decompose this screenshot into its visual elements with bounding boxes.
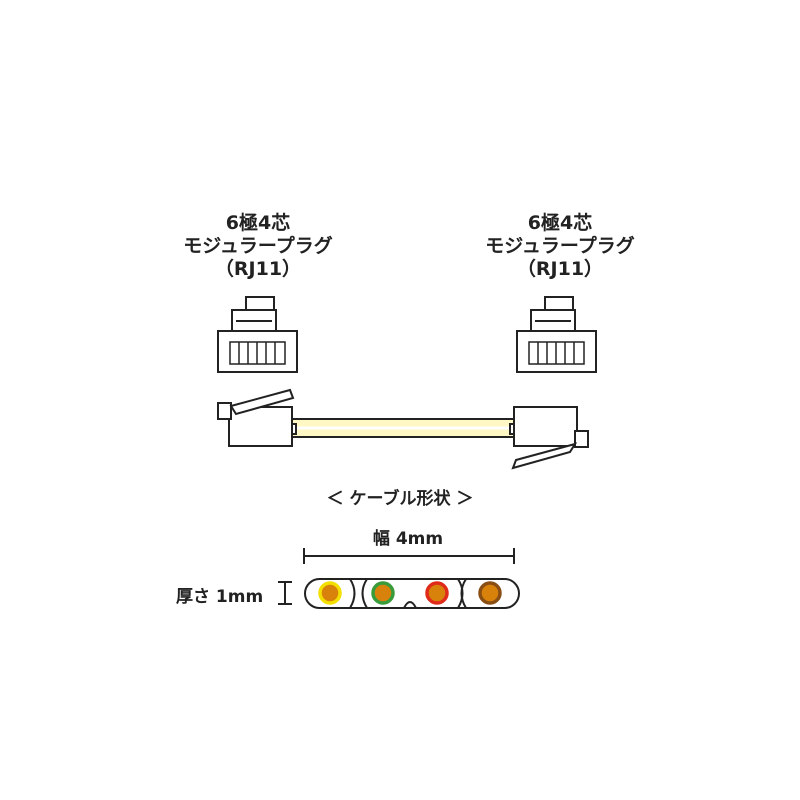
red-wire-core [425, 581, 449, 605]
left-plug-name: モジュラープラグ [183, 235, 333, 257]
yellow-wire-core [318, 581, 342, 605]
left-plug-spec: 6極4芯 [225, 212, 291, 234]
left-plug-label: 6極4芯 モジュラープラグ （RJ11） [148, 212, 368, 281]
right-plug-front-icon [516, 296, 597, 373]
cable-sheath [289, 418, 517, 438]
width-label: 幅 4mm [372, 529, 444, 549]
right-plug-name: モジュラープラグ [485, 235, 635, 257]
black-wire-core [478, 581, 502, 605]
left-plug-side-icon [217, 388, 297, 447]
cable-cross-section [304, 578, 520, 609]
right-plug-type: （RJ11） [516, 258, 604, 280]
thickness-dimension-icon [278, 581, 292, 605]
left-plug-front-icon [217, 296, 298, 373]
left-plug-type: （RJ11） [214, 258, 302, 280]
right-plug-side-icon [509, 406, 589, 470]
right-plug-spec: 6極4芯 [527, 212, 593, 234]
thickness-label: 厚さ 1mm [176, 587, 264, 607]
width-dimension-icon [303, 548, 515, 564]
green-wire-core [371, 581, 395, 605]
right-plug-label: 6極4芯 モジュラープラグ （RJ11） [450, 212, 670, 281]
cable-shape-title: ＜ ケーブル形状 ＞ [326, 489, 474, 509]
